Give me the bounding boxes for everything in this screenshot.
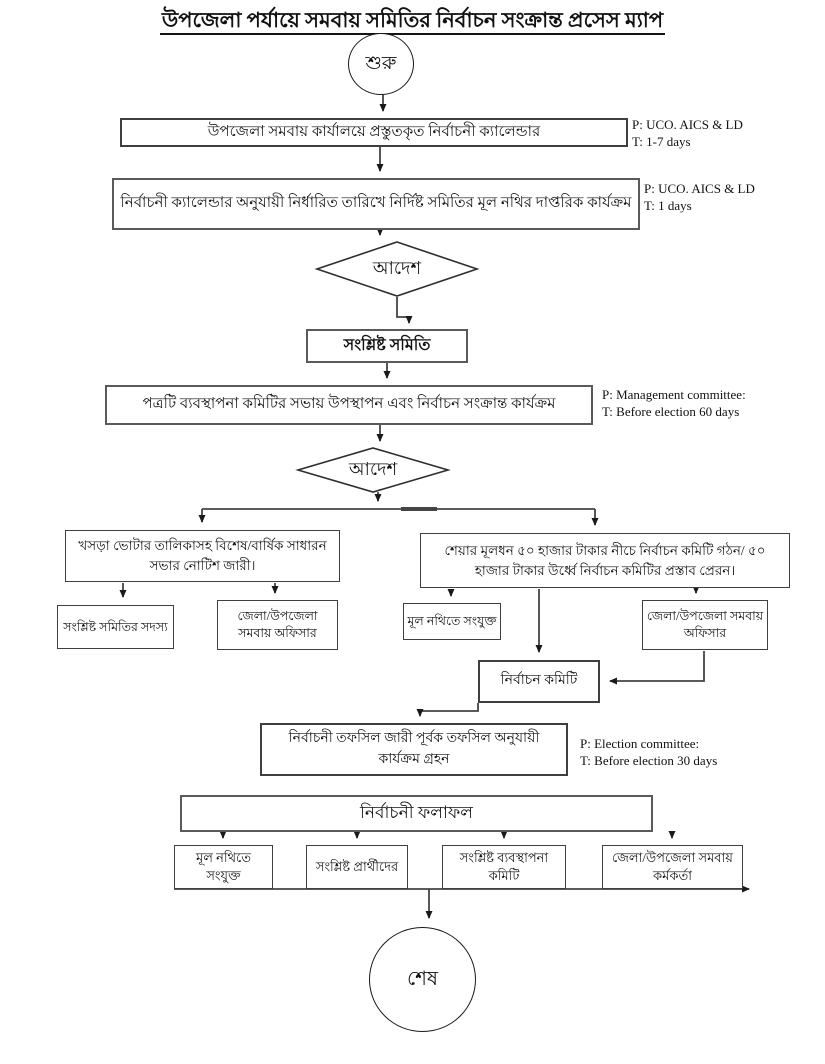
annotation-schedule-t: T: Before election 30 days (580, 753, 718, 768)
annotation-activity-p: P: UCO. AICS & LD (644, 181, 755, 196)
arrow-officer-to-committee (609, 651, 705, 685)
result-main-file: মূল নথিতে সংযুক্ত (174, 845, 273, 889)
annotation-schedule: P: Election committee: T: Before electio… (580, 735, 717, 769)
annotation-calendar-t: T: 1-7 days (632, 134, 691, 149)
process-share-capital: শেয়ার মূলধন ৫০ হাজার টাকার নীচে নির্বাচ… (420, 533, 790, 588)
process-election-calendar: উপজেলা সমবায় কার্যালয়ে প্রস্তুতকৃত নির… (120, 118, 628, 147)
start-node: শুরু (348, 33, 414, 95)
process-election-committee: নির্বাচন কমিটি (478, 660, 600, 703)
process-presentation: পত্রটি ব্যবস্থাপনা কমিটির সভায় উপস্থাপন… (105, 385, 593, 425)
page-title: উপজেলা পর্যায়ে সমবায় সমিতির নির্বাচন স… (0, 4, 825, 39)
arrow-decision1-to-society (396, 297, 413, 324)
annotation-calendar-p: P: UCO. AICS & LD (632, 117, 743, 132)
target-society-members: সংশ্লিষ্ট সমিতির সদস্য (57, 605, 174, 649)
decision1-label: আদেশ (372, 257, 422, 278)
annotation-presentation: P: Management committee: T: Before elect… (602, 386, 746, 420)
annotation-calendar: P: UCO. AICS & LD T: 1-7 days (632, 116, 743, 150)
annotation-schedule-p: P: Election committee: (580, 736, 700, 751)
target-attached-main-file: মূল নথিতে সংযুক্ত (403, 603, 501, 640)
result-candidates: সংশ্লিষ্ট প্রার্থীদের (306, 845, 408, 889)
process-election-results: নির্বাচনী ফলাফল (180, 795, 653, 832)
process-schedule: নির্বাচনী তফসিল জারী পূর্বক তফসিল অনুযায… (260, 723, 568, 776)
result-mgmt-committee: সংশ্লিষ্ট ব্যবস্থাপনা কমিটি (442, 845, 566, 889)
annotation-presentation-t: T: Before election 60 days (602, 404, 740, 419)
decision2-label: আদেশ (348, 458, 398, 479)
result-coop-officer: জেলা/উপজেলা সমবায় কর্মকর্তা (602, 845, 743, 889)
decision2-diamond (295, 447, 451, 493)
process-related-society: সংশ্লিষ্ট সমিতি (306, 329, 468, 363)
end-node: শেষ (369, 927, 476, 1032)
annotation-activity-t: T: 1 days (644, 198, 692, 213)
process-official-activity: নির্বাচনী ক্যালেন্ডার অনুযায়ী নির্ধারিত… (112, 178, 640, 230)
target-coop-officer-left: জেলা/উপজেলা সমবায় অফিসার (217, 600, 338, 650)
decision1-diamond (314, 241, 480, 297)
annotation-activity: P: UCO. AICS & LD T: 1 days (644, 180, 755, 214)
target-coop-officer-right: জেলা/উপজেলা সমবায় অফিসার (642, 600, 768, 650)
arrow-committee-to-schedule (416, 703, 479, 717)
annotation-presentation-p: P: Management committee: (602, 387, 746, 402)
process-voter-list-notice: খসড়া ভোটার তালিকাসহ বিশেষ/বার্ষিক সাধার… (65, 530, 340, 582)
